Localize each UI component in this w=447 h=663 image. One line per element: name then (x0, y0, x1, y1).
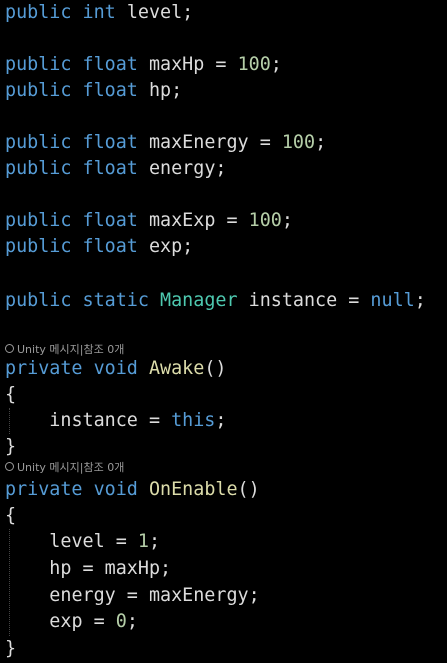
code-line-onenable-open-brace[interactable]: { (5, 503, 16, 529)
assign-operator: = (82, 611, 116, 632)
field-declaration: energy; (148, 158, 227, 179)
unity-icon (5, 462, 14, 471)
field-declaration: level; (126, 2, 194, 23)
assign-operator: = (104, 531, 138, 552)
code-line-7[interactable]: public float energy; (5, 156, 226, 182)
null-literal: null (370, 290, 415, 311)
this-keyword: this (171, 410, 216, 431)
code-line-onenable-close-brace[interactable]: } (5, 636, 16, 662)
unity-icon (5, 344, 14, 353)
code-line-onenable-hp[interactable]: hp = maxHp; (5, 556, 171, 582)
parentheses: () (237, 479, 260, 500)
code-line-awake-close-brace[interactable]: } (5, 434, 16, 460)
number-literal: 1 (137, 531, 149, 552)
close-brace: } (5, 436, 17, 457)
keyword: private (5, 358, 83, 379)
keyword: public (5, 158, 72, 179)
semicolon: ; (315, 132, 327, 153)
keyword: public (5, 54, 72, 75)
code-line-onenable-energy[interactable]: energy = maxEnergy; (5, 583, 260, 609)
keyword: public (5, 210, 72, 231)
keyword: public (5, 132, 72, 153)
type-keyword: float (82, 158, 138, 179)
number-literal: 100 (237, 54, 271, 75)
code-line-awake-signature[interactable]: private void Awake() (5, 356, 227, 382)
number-literal: 100 (281, 132, 316, 153)
field-name: maxEnergy (148, 132, 249, 153)
number-literal: 0 (115, 611, 127, 632)
field-name: exp (49, 611, 83, 632)
code-line-4[interactable]: public float hp; (5, 78, 182, 104)
field-name: instance (49, 410, 138, 431)
assign-operator: = (204, 54, 238, 75)
semicolon: ; (148, 531, 161, 552)
semicolon: ; (126, 611, 138, 632)
codelens-label: Unity 메시지|참조 0개 (17, 343, 125, 356)
close-brace: } (5, 638, 17, 659)
class-name: Manager (160, 290, 238, 311)
code-line-1[interactable]: public int level; (5, 0, 193, 26)
assign-operator: = (337, 290, 371, 311)
type-keyword: float (82, 54, 138, 75)
number-literal: 100 (248, 210, 282, 231)
indent-guide (9, 408, 10, 434)
keyword: void (93, 479, 138, 500)
field-name: level (49, 531, 105, 552)
keyword: private (5, 479, 83, 500)
open-brace: { (5, 384, 17, 405)
code-line-9[interactable]: public float maxExp = 100; (5, 208, 293, 234)
field-name: maxHp (148, 54, 205, 75)
semicolon: ; (270, 54, 282, 75)
type-keyword: float (82, 236, 138, 257)
method-name: Awake (148, 358, 205, 379)
assignment-statement: energy = maxEnergy; (49, 585, 260, 606)
field-declaration: exp; (148, 236, 194, 257)
keyword: public (5, 2, 72, 23)
semicolon: ; (215, 410, 227, 431)
field-name: maxExp (148, 210, 216, 231)
code-line-awake-open-brace[interactable]: { (5, 382, 16, 408)
keyword: public (5, 290, 72, 311)
keyword: static (82, 290, 149, 311)
code-line-6[interactable]: public float maxEnergy = 100; (5, 130, 326, 156)
indent-guide (9, 529, 10, 636)
field-declaration: hp; (148, 80, 183, 101)
assignment-statement: hp = maxHp; (49, 558, 172, 579)
code-line-10[interactable]: public float exp; (5, 234, 193, 260)
code-line-onenable-level[interactable]: level = 1; (5, 529, 160, 555)
assign-operator: = (137, 410, 172, 431)
field-name: instance (248, 290, 338, 311)
codelens-awake[interactable]: Unity 메시지|참조 0개 (5, 342, 124, 358)
codelens-label: Unity 메시지|참조 0개 (17, 461, 125, 474)
type-keyword: float (82, 80, 138, 101)
keyword: public (5, 80, 72, 101)
code-line-3[interactable]: public float maxHp = 100; (5, 52, 282, 78)
semicolon: ; (281, 210, 293, 231)
type-keyword: int (82, 2, 116, 23)
keyword: public (5, 236, 72, 257)
codelens-onenable[interactable]: Unity 메시지|참조 0개 (5, 460, 124, 476)
keyword: void (93, 358, 138, 379)
code-line-12[interactable]: public static Manager instance = null; (5, 288, 426, 314)
code-line-awake-body[interactable]: instance = this; (5, 408, 226, 434)
open-brace: { (5, 505, 17, 526)
method-name: OnEnable (148, 479, 238, 500)
parentheses: () (204, 358, 227, 379)
semicolon: ; (414, 290, 426, 311)
assign-operator: = (248, 132, 282, 153)
type-keyword: float (82, 210, 138, 231)
assign-operator: = (215, 210, 249, 231)
code-line-onenable-signature[interactable]: private void OnEnable() (5, 477, 260, 503)
type-keyword: float (82, 132, 138, 153)
code-line-onenable-exp[interactable]: exp = 0; (5, 609, 138, 635)
